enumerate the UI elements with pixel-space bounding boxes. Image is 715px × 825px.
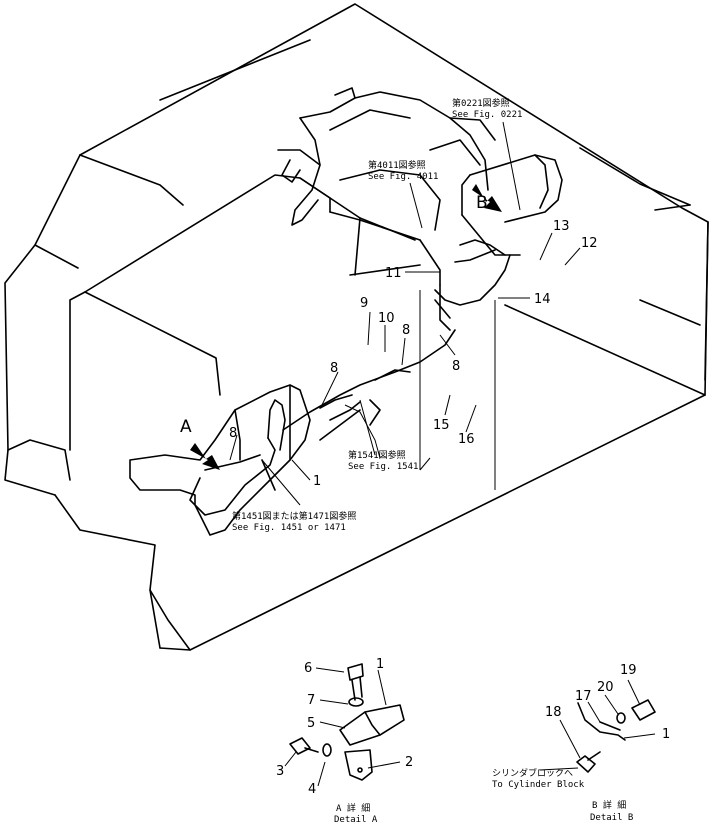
callout-10: 10	[378, 311, 395, 326]
callout-a-4: 4	[308, 782, 316, 797]
ref-1541-jp: 第1541図参照	[348, 449, 406, 461]
view-arrows	[190, 184, 502, 470]
callout-b-17: 17	[575, 689, 592, 704]
engine-assembly	[277, 87, 496, 276]
callout-8-right: 8	[452, 359, 460, 374]
callout-8-top: 8	[402, 323, 410, 338]
detail-a-jp: A 詳 細	[336, 802, 370, 814]
detail-a-area	[129, 384, 311, 536]
callout-b-1: 1	[662, 727, 670, 742]
marker-b: B	[476, 193, 488, 213]
ref-4011-jp: 第4011図参照	[368, 159, 426, 171]
callout-a-7: 7	[307, 693, 315, 708]
cylinder-block-jp: シリンダブロックへ	[492, 767, 573, 779]
ref-0221-en: See Fig. 0221	[452, 110, 522, 120]
callout-16: 16	[458, 432, 475, 447]
detail-b-en: Detail B	[590, 813, 633, 823]
callout-1-main: 1	[313, 474, 321, 489]
marker-a: A	[180, 417, 192, 437]
callout-a-6: 6	[304, 661, 312, 676]
detail-b-parts	[576, 699, 656, 773]
callout-9: 9	[360, 296, 368, 311]
ref-1541-en: See Fig. 1541	[348, 462, 418, 472]
detail-a-parts	[289, 663, 405, 781]
ref-4011-en: See Fig. 4011	[368, 172, 438, 182]
callout-a-1: 1	[376, 657, 384, 672]
callout-15: 15	[433, 418, 450, 433]
ref-1451-en: See Fig. 1451 or 1471	[232, 523, 346, 533]
callout-11: 11	[385, 266, 402, 281]
arrow-b-icon	[472, 184, 502, 212]
ref-1451-jp: 第1451図または第1471図参照	[232, 510, 356, 522]
callout-b-19: 19	[620, 663, 637, 678]
callout-8-left: 8	[229, 426, 237, 441]
callout-a-2: 2	[405, 755, 413, 770]
machine-body-outline	[4, 3, 709, 651]
arrow-a-icon	[190, 443, 220, 470]
callout-a-3: 3	[276, 764, 284, 779]
callout-a-5: 5	[307, 716, 315, 731]
wiring-harness	[189, 239, 511, 516]
cylinder-block-en: To Cylinder Block	[492, 780, 585, 790]
callout-12: 12	[581, 236, 598, 251]
callout-b-18: 18	[545, 705, 562, 720]
callout-13: 13	[553, 219, 570, 234]
leader-lines	[229, 121, 656, 787]
ref-0221-jp: 第0221図参照	[452, 97, 510, 109]
detail-b-jp: B 詳 細	[592, 799, 626, 811]
callout-8-mid: 8	[330, 361, 338, 376]
callout-14: 14	[534, 292, 551, 307]
starter-motor	[461, 154, 563, 256]
callout-b-20: 20	[597, 680, 614, 695]
detail-a-en: Detail A	[334, 815, 378, 825]
